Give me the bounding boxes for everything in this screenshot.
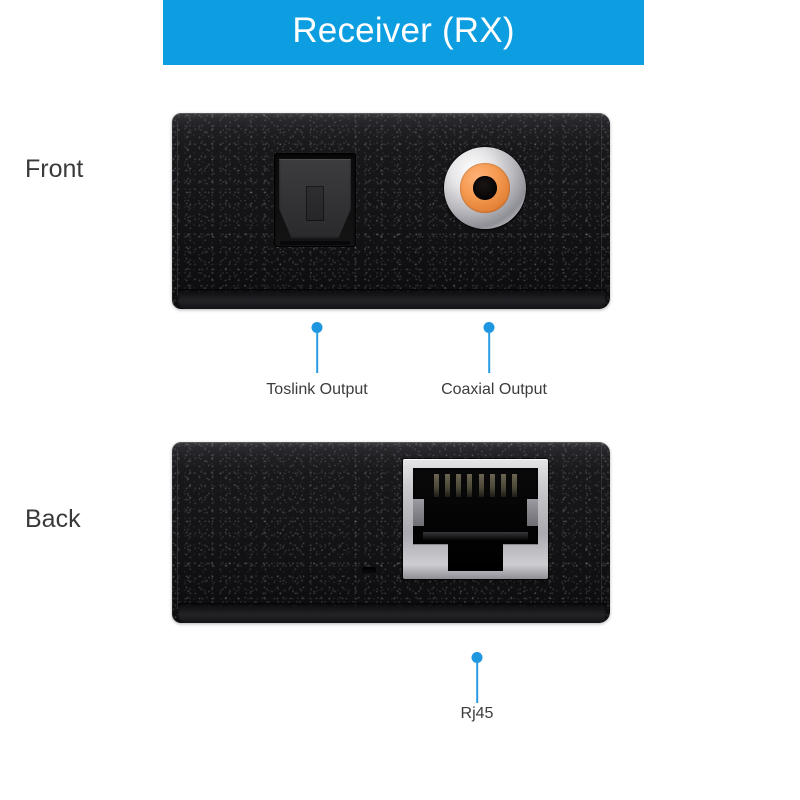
device-back-view bbox=[172, 442, 610, 623]
device-left-bevel-front bbox=[177, 121, 178, 295]
callout-line-toslink bbox=[316, 331, 318, 373]
rj45-latch-right bbox=[526, 498, 538, 526]
callout-line-rj45 bbox=[476, 661, 478, 703]
callout-dot-coaxial bbox=[483, 322, 495, 333]
device-left-bevel-back bbox=[177, 450, 178, 609]
view-label-front: Front bbox=[25, 155, 84, 183]
coaxial-center-hole bbox=[472, 175, 498, 201]
toslink-shutter-inner bbox=[306, 186, 324, 222]
coaxial-port[interactable] bbox=[444, 147, 526, 229]
device-base-lip-back bbox=[178, 603, 606, 623]
coaxial-insulator-ring bbox=[460, 163, 510, 213]
rj45-port[interactable] bbox=[403, 459, 548, 579]
rj45-latch-left bbox=[413, 498, 425, 526]
status-led-slot bbox=[362, 567, 376, 573]
device-right-seam-front bbox=[601, 116, 602, 306]
header-banner: Receiver (RX) bbox=[163, 0, 644, 65]
page-title: Receiver (RX) bbox=[292, 11, 515, 50]
callout-label-rj45: Rj45 bbox=[460, 705, 494, 722]
toslink-bottom-slot bbox=[280, 241, 350, 245]
callout-dot-rj45 bbox=[471, 652, 483, 663]
device-base-lip-front bbox=[178, 289, 606, 309]
rj45-cavity bbox=[413, 468, 538, 571]
rj45-shelf bbox=[423, 531, 528, 541]
device-texture-front bbox=[172, 113, 610, 309]
device-front-view bbox=[172, 113, 610, 309]
device-right-seam-back bbox=[601, 445, 602, 620]
callout-label-toslink: Toslink Output bbox=[266, 381, 368, 398]
rj45-contact-pins bbox=[434, 474, 517, 497]
callout-line-coaxial bbox=[488, 331, 490, 373]
view-label-back: Back bbox=[25, 505, 81, 533]
toslink-port[interactable] bbox=[274, 153, 356, 247]
callout-dot-toslink bbox=[311, 322, 323, 333]
callout-label-coaxial: Coaxial Output bbox=[441, 381, 547, 398]
toslink-shutter bbox=[279, 159, 351, 239]
